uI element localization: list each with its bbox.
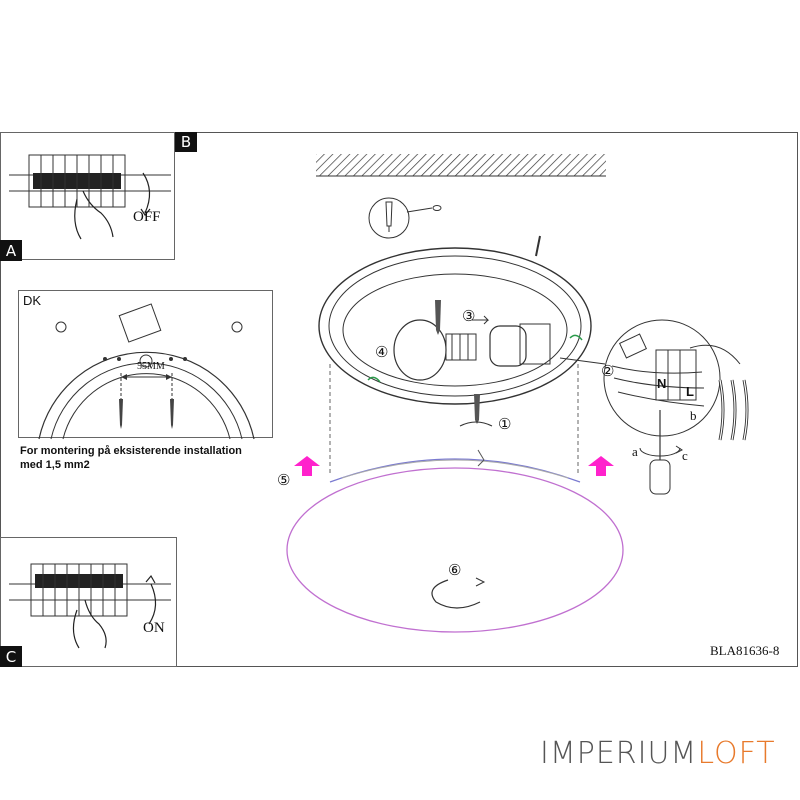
ceiling-hatch [316,154,606,176]
step-5: ⑤ [277,473,291,489]
installation-note-line-2: med 1,5 mm2 [20,459,90,471]
breaker-off-illustration [9,154,171,240]
terminal-l-label: L [686,384,694,399]
assembly-diagram [286,154,749,633]
brand-logo: IMPERIUMLOFT [540,736,776,771]
base-outer-ring [318,247,592,405]
panel-switch-on: ON [0,537,177,667]
mounting-plate-illustration [38,303,255,440]
wire-b-label: b [690,408,697,423]
breaker-on-illustration [9,563,171,649]
lift-arrow-left [294,456,320,476]
step-tag-a: A [0,240,22,261]
switch-on-label: ON [143,620,165,636]
panel-mounting-template: DK 55MM [18,290,273,440]
lift-arrow-right [588,456,614,476]
wire-c-label: c [682,448,688,463]
step-tag-c: C [0,646,22,667]
terminal-n-label: N [657,376,667,391]
brand-part-1: IMPERIUM [540,736,698,771]
language-code: DK [23,293,42,308]
twist-arrow [431,579,481,609]
panel-switch-off: OFF [0,132,175,260]
wire-a-label: a [632,444,638,459]
step-1: ① [498,417,512,433]
screwdriver [649,459,671,495]
step-2: ② [601,364,615,380]
instruction-sheet [0,132,798,667]
model-reference: BLA81636-8 [710,643,780,658]
installation-note-line-1: For montering på eksisterende installati… [20,445,242,457]
glass-shade [286,467,624,633]
step-6: ⑥ [448,563,462,579]
wall-plug-detail [368,197,410,239]
lamp-socket [489,325,527,367]
step-4: ④ [375,345,389,361]
switch-off-label: OFF [133,209,161,225]
step-3: ③ [462,309,476,325]
installation-note: For montering på eksisterende installati… [20,444,280,472]
wiring-detail [603,319,721,437]
brand-part-2: LOFT [697,736,776,771]
step-tag-b: B [175,132,197,152]
hole-spacing-label: 55MM [137,361,165,372]
bottom-screw [474,394,480,424]
top-screw [435,300,441,335]
